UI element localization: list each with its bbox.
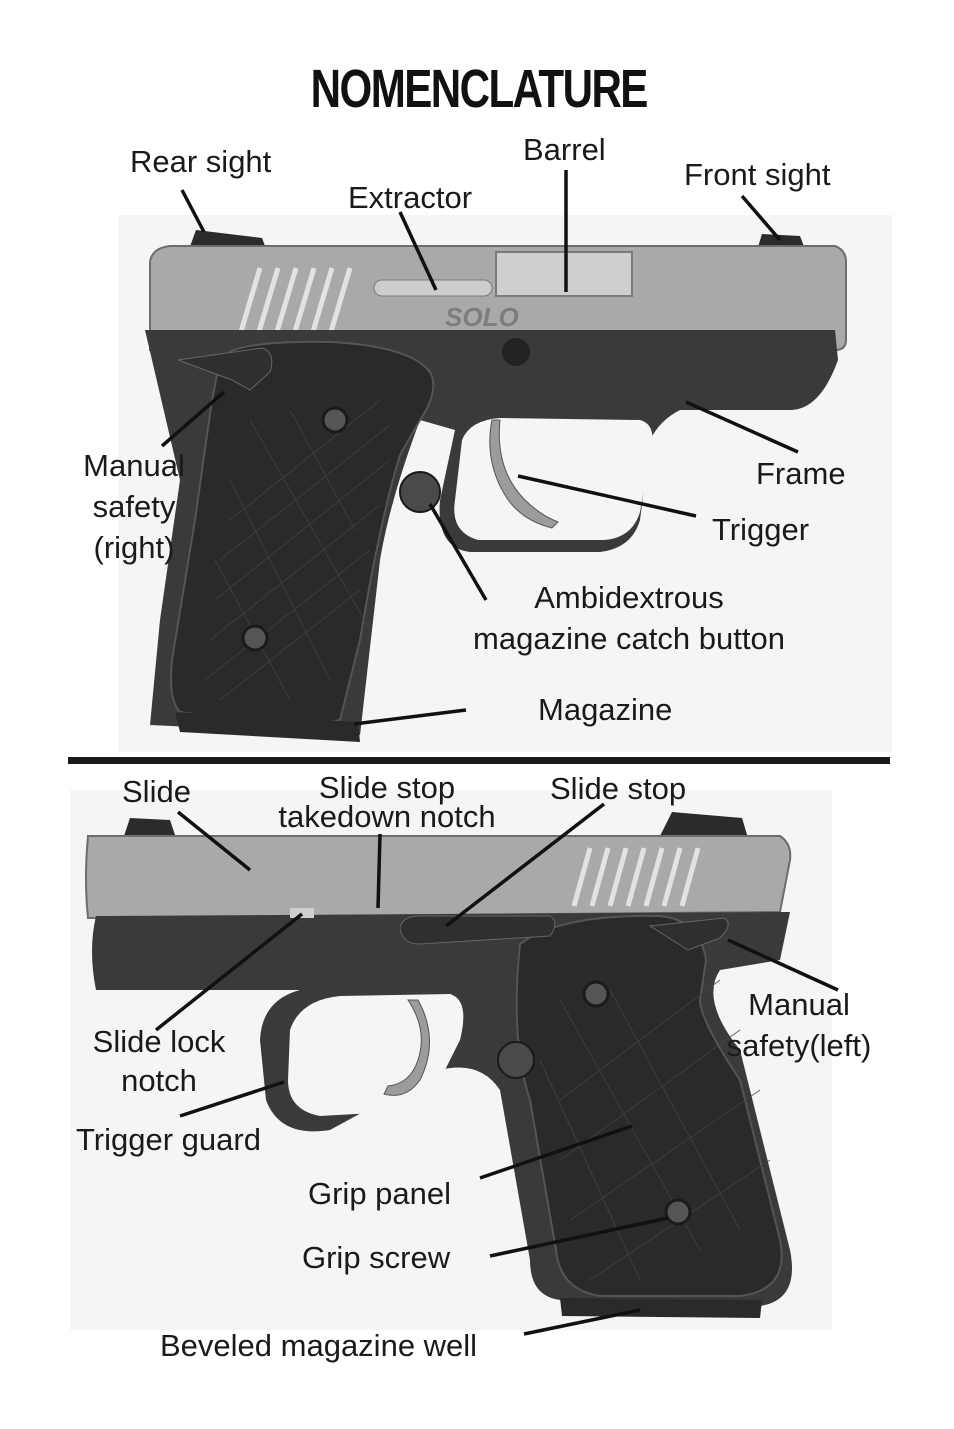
barrel-hood-shape [495,251,633,297]
label-extractor: Extractor [348,180,473,215]
bottom-leader-lines [154,802,839,1336]
slide-stop-shape [399,915,556,945]
label-frame: Frame [756,456,846,491]
label-slide-stop-notch-line1: Slide stop [318,770,456,805]
page-title: NOMENCLATURE [310,59,649,119]
rear-sight-left-shape [660,812,748,838]
label-slide-stop-notch-line2: takedown notch [278,799,496,834]
label-beveled-magazine-well: Beveled magazine well [160,1328,478,1363]
magazine-base-left-shape [560,1298,762,1318]
label-manual-safety-left-line2: safety(left) [726,1028,872,1063]
label-grip-screw: Grip screw [302,1240,451,1275]
label-slide: Slide [122,774,191,809]
trigger-left-shape [383,999,430,1096]
label-front-sight: Front sight [684,157,831,192]
label-magazine-catch-line2: magazine catch button [473,621,785,656]
label-manual-safety-right-line1: Manual [83,448,185,483]
slide-lock-notch-shape [290,908,314,918]
label-magazine-catch-line1: Ambidextrous [534,580,724,615]
grip-checkering [204,399,391,701]
label-barrel: Barrel [523,132,606,167]
label-rear-sight: Rear sight [130,144,272,179]
trigger-guard-opening [454,418,653,540]
grip-screw-left-upper [582,980,610,1008]
trigger-shape [489,419,559,529]
manual-safety-left-shape [648,917,729,951]
label-slide-lock-notch-line1: Slide lock [92,1024,226,1059]
grip-screw-lower [241,624,269,652]
label-grip-panel: Grip panel [308,1176,452,1211]
label-magazine: Magazine [538,692,673,727]
label-trigger-guard: Trigger guard [76,1122,261,1157]
label-slide-stop: Slide stop [550,771,687,806]
grip-panel-left-shape [515,914,783,1297]
manual-safety-shape [177,347,273,391]
label-manual-safety-right-line3: (right) [93,530,175,565]
grip-screw-left-lower [664,1198,692,1226]
magazine-base-shape [175,712,360,742]
slide-left-serrations [571,847,701,907]
front-sight-left-shape [124,818,176,838]
slide-engraving: SOLO [445,302,519,332]
magazine-catch-left-shape [497,1041,535,1079]
label-slide-lock-notch-line2: notch [121,1063,197,1098]
label-trigger: Trigger [712,512,810,547]
section-divider [68,757,890,764]
magazine-catch-shape [399,471,441,513]
label-manual-safety-left-line1: Manual [748,987,850,1022]
label-manual-safety-right-line2: safety [92,489,176,524]
grip-screw-upper [321,406,349,434]
slide-shape [149,245,847,351]
slide-serrations [237,267,353,336]
top-leader-lines [160,170,799,726]
grip-panel-shape [170,340,435,725]
takedown-pin-shape [502,338,530,366]
